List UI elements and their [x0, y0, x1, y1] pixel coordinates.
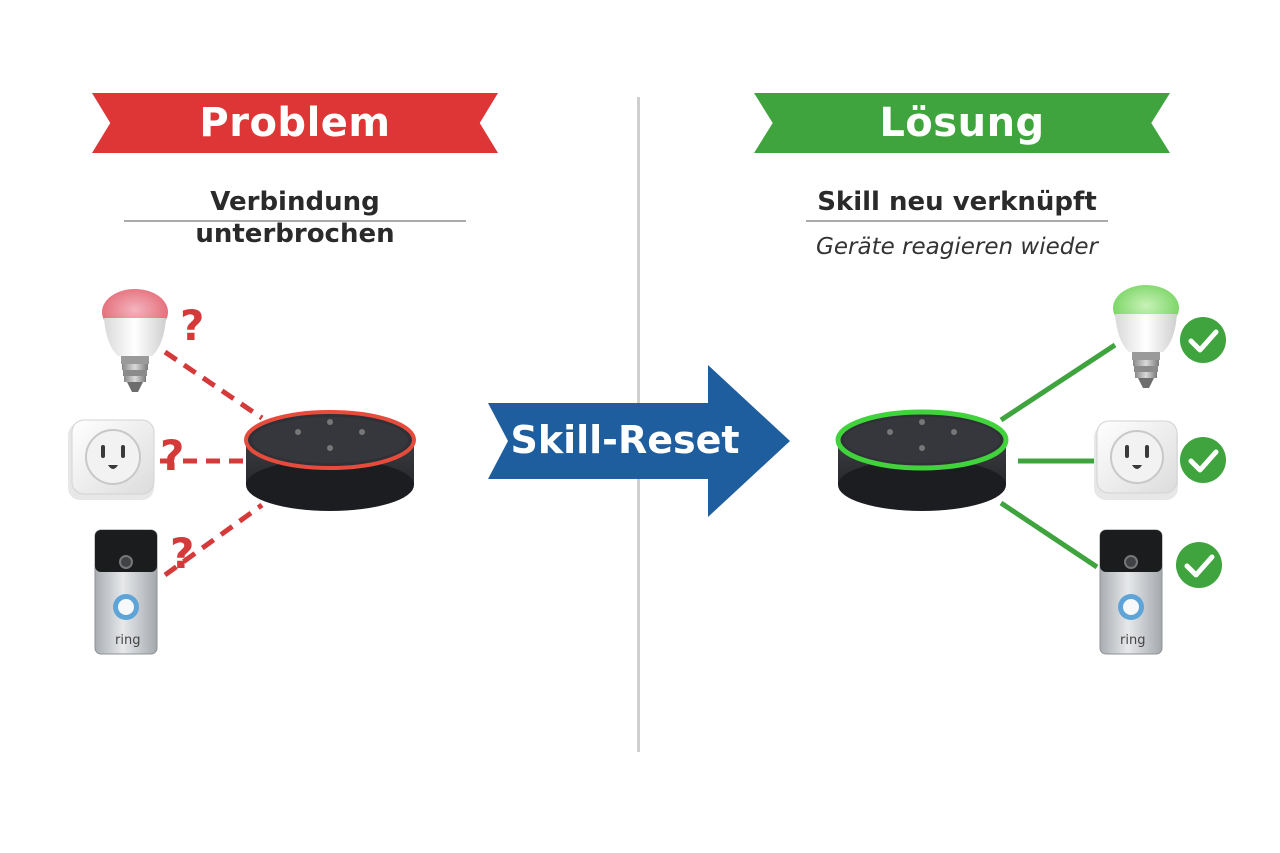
- doorbell-icon: ring: [1099, 529, 1163, 655]
- broken-link-bulb: [163, 349, 264, 421]
- problem-subtitle: Verbindung unterbrochen: [195, 187, 395, 249]
- bulb-icon: [102, 289, 168, 392]
- solution-title: Lösung: [879, 100, 1045, 146]
- solution-title-ribbon: Lösung: [754, 93, 1170, 153]
- speaker-icon: [835, 409, 1009, 511]
- question-mark-icon: ?: [170, 529, 194, 578]
- problem-title: Problem: [199, 100, 391, 146]
- doorbell-brand-label: ring: [1120, 633, 1145, 648]
- active-link-bulb: [999, 342, 1117, 423]
- speaker-icon: [244, 410, 416, 511]
- check-circle-icon: [1180, 317, 1226, 363]
- problem-subtitle-underline: [124, 220, 466, 222]
- plug-icon: [1094, 420, 1178, 500]
- problem-connections: [160, 349, 264, 578]
- check-circle-icon: [1176, 542, 1222, 588]
- solution-connections: [999, 342, 1117, 570]
- problem-title-ribbon: Problem: [92, 93, 498, 153]
- solution-subtitle-underline: [806, 220, 1108, 222]
- doorbell-icon: ring: [94, 529, 158, 655]
- arrow-label: Skill-Reset: [510, 418, 740, 462]
- plug-icon: [68, 419, 155, 500]
- question-mark-icon: ?: [180, 301, 204, 350]
- check-circle-icon: [1180, 437, 1226, 483]
- question-mark-icon: ?: [160, 431, 184, 480]
- bulb-icon: [1113, 285, 1179, 388]
- broken-link-doorbell: [163, 502, 264, 578]
- doorbell-brand-label: ring: [115, 633, 140, 648]
- arrow-right-icon: [488, 365, 790, 517]
- active-link-doorbell: [999, 500, 1099, 570]
- solution-subtitle: Skill neu verknüpft: [817, 187, 1097, 217]
- solution-note: Geräte reagieren wieder: [816, 234, 1098, 260]
